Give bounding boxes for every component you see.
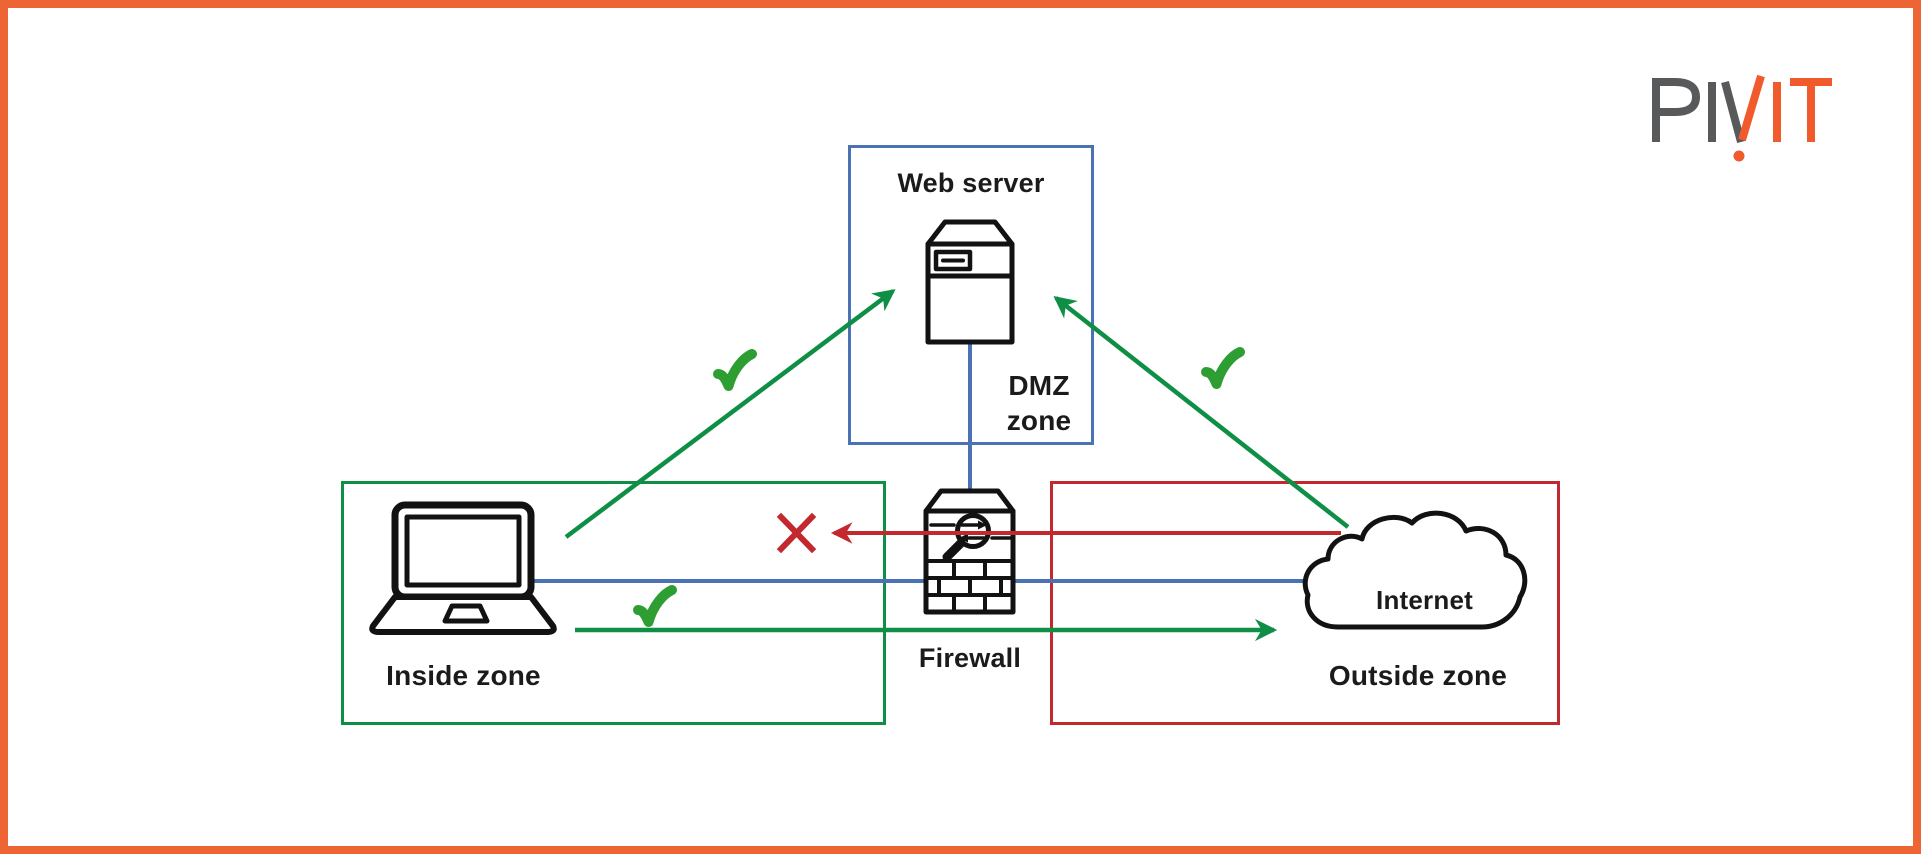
- check-icon-outside-dmz: [1206, 352, 1240, 384]
- cross-icon: [776, 512, 817, 554]
- pivit-logo-mark: [1652, 74, 1832, 162]
- allowed-traffic-arrows: [564, 289, 1350, 642]
- inside-zone-box: [341, 481, 886, 725]
- outside-zone-box: [1050, 481, 1560, 725]
- blocked-traffic-arrow: [776, 512, 1341, 554]
- firewall-label: Firewall: [918, 643, 1022, 673]
- cloud-icon: [1302, 510, 1528, 630]
- check-icon-inside-outside: [638, 590, 672, 622]
- diagram-graphics: [369, 219, 1528, 642]
- check-icon-inside-dmz: [718, 354, 752, 386]
- dmz-zone-label-line1: DMZ: [1008, 370, 1070, 401]
- outside-zone-label: Outside zone: [1328, 660, 1508, 691]
- inside-zone-label: Inside zone: [386, 660, 541, 691]
- pivit-logo: PIVIT: [1644, 72, 1836, 170]
- internet-label: Internet: [1376, 585, 1473, 615]
- dmz-zone-label-line2: zone: [1006, 405, 1072, 436]
- server-icon: [925, 219, 1015, 345]
- brick-wall: [924, 559, 1015, 614]
- dmz-zone-label: DMZ zone: [974, 368, 1104, 438]
- firewall-icon: [923, 488, 1016, 615]
- arrow-inside-to-dmz: [564, 289, 896, 539]
- laptop-icon: [369, 501, 557, 635]
- web-server-label: Web server: [897, 168, 1045, 198]
- arrow-outside-to-dmz: [1053, 296, 1350, 529]
